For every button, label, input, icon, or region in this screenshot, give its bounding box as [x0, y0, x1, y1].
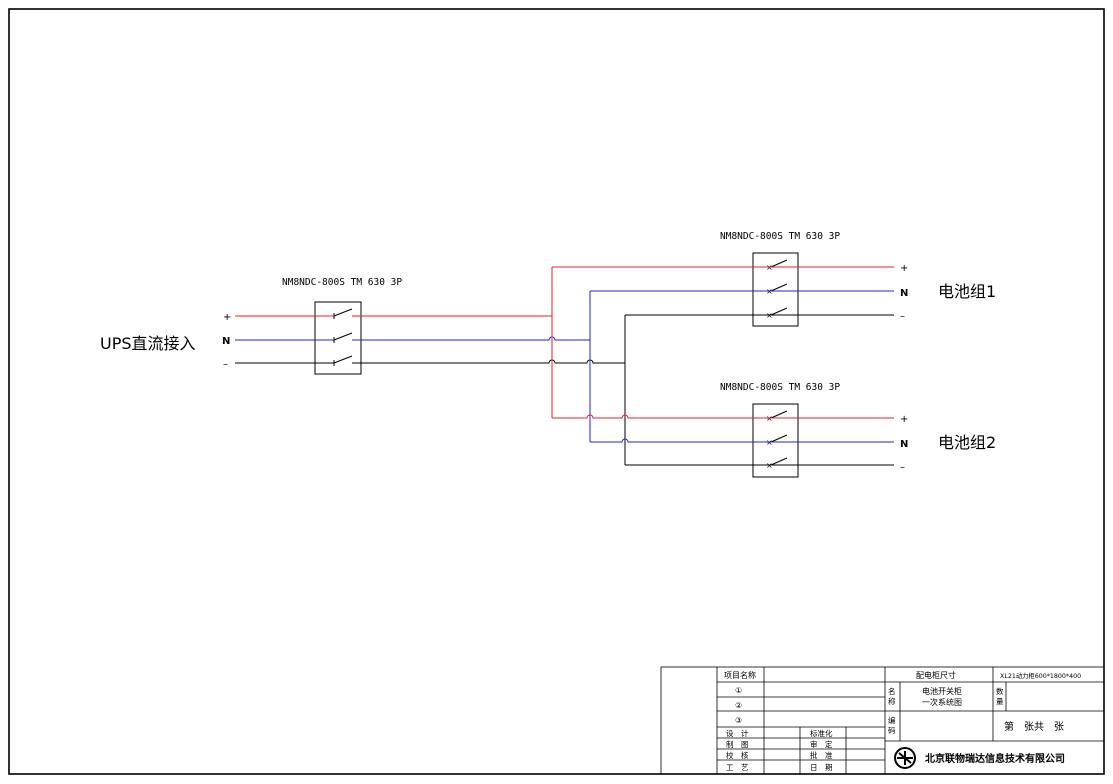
role-standard: 标准化 [810, 728, 833, 738]
wire-out-neutral [352, 336, 590, 341]
code-label-1: 编 [888, 715, 896, 725]
output1-terminal-neutral: N [900, 288, 908, 299]
output1-terminal-negative: – [900, 311, 905, 322]
role-design: 设 计 [726, 728, 749, 738]
output1-breaker-model: NM8NDC-800S TM 630 3P [720, 231, 840, 242]
sheet-number: 第 张共 张 [1004, 720, 1064, 733]
input-terminal-positive: + [223, 312, 231, 323]
output1-label: 电池组1 [938, 282, 996, 301]
output1-terminal-positive: + [900, 263, 908, 274]
main-breaker [314, 301, 362, 375]
wire-o2-neutral [590, 438, 894, 443]
role-draft: 制 图 [726, 739, 749, 749]
rev-mark-1: ① [735, 686, 742, 695]
input-label: UPS直流接入 [100, 334, 196, 353]
input-terminal-neutral: N [222, 336, 230, 347]
title-block [660, 666, 1105, 775]
name-label-1: 名 [888, 686, 896, 696]
rev-mark-3: ③ [735, 716, 742, 725]
input-terminal-negative: – [223, 359, 228, 370]
input-breaker-model: NM8NDC-800S TM 630 3P [282, 277, 402, 288]
wire-out-negative [352, 359, 625, 364]
company-logo [894, 747, 916, 769]
drawing-name-2: 一次系统图 [922, 697, 962, 707]
cabinet-size-value: XL21动力柜600*1800*400 [1000, 671, 1081, 680]
output2-terminal-negative: – [900, 462, 905, 473]
drawing-frame [8, 8, 1105, 775]
output2-terminal-positive: + [900, 414, 908, 425]
output2-breaker: × × × [752, 403, 799, 478]
role-process: 工 艺 [726, 763, 749, 772]
cabinet-size-label: 配电柜尺寸 [916, 670, 956, 680]
quantity-label-1: 数 [996, 686, 1004, 696]
drawing-name-1: 电池开关柜 [922, 686, 962, 696]
code-label-2: 码 [888, 726, 896, 735]
output2-terminal-neutral: N [900, 439, 908, 450]
output2-label: 电池组2 [938, 433, 996, 452]
rev-mark-2: ② [735, 701, 742, 710]
role-review: 审 定 [810, 739, 833, 749]
role-date: 日 期 [810, 763, 833, 772]
name-label-2: 称 [888, 696, 896, 706]
project-name-label: 项目名称 [724, 670, 756, 680]
quantity-label-2: 量 [996, 697, 1004, 706]
output2-breaker-model: NM8NDC-800S TM 630 3P [720, 382, 840, 393]
role-check: 校 核 [726, 750, 749, 760]
role-approve: 批 准 [810, 750, 833, 760]
company-name: 北京联物瑞达信息技术有限公司 [925, 752, 1065, 765]
wire-o2-positive [552, 414, 894, 419]
